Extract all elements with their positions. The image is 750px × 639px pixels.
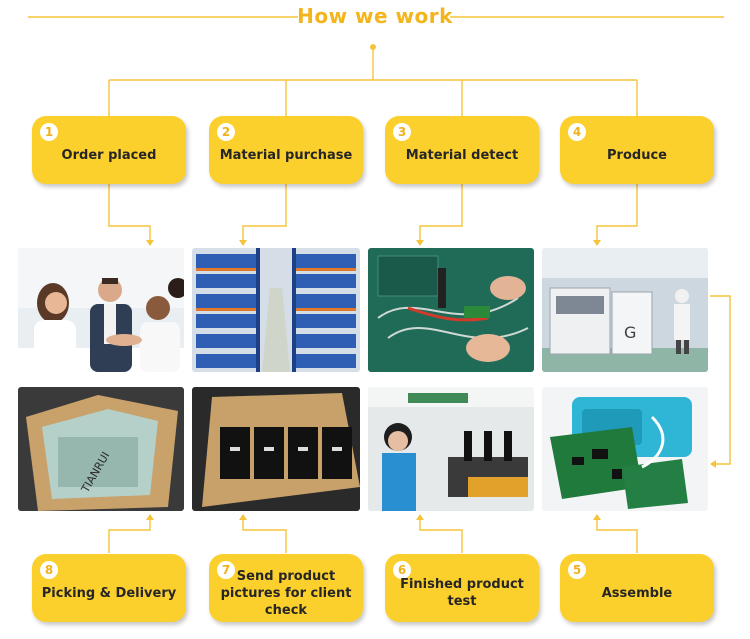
step-label: Send product pictures for client check [220,568,352,618]
step-label: Finished product test [400,577,524,609]
step-label: Picking & Delivery [41,585,177,601]
packaged-products-photo [192,387,360,511]
testing-station-photo [368,387,534,511]
step-number: 1 [40,123,58,141]
step-number: 4 [568,123,586,141]
warehouse-shelves-photo [192,248,360,372]
step-number: 7 [217,561,235,579]
step-label: Assemble [601,585,673,601]
smt-production-line-photo: G [542,248,708,372]
step-7-box: 7 Send product pictures for client check [209,554,363,622]
step-number: 6 [393,561,411,579]
step-number: 3 [393,123,411,141]
pcb-inspection-photo [368,248,534,372]
step-label: Produce [607,147,667,163]
step-number: 8 [40,561,58,579]
step-1-box: 1 Order placed [32,116,186,184]
page-title: How we work [297,4,453,28]
step-3-box: 3 Material detect [385,116,539,184]
step-5-box: 5 Assemble [560,554,714,622]
step-number: 5 [568,561,586,579]
svg-text:G: G [624,323,636,342]
step-label: Order placed [61,147,157,163]
step-label: Material detect [405,147,519,163]
step-4-box: 4 Produce [560,116,714,184]
step-8-box: 8 Picking & Delivery [32,554,186,622]
shipping-box-photo: TIANRUI [18,387,184,511]
step-label: Material purchase [219,147,353,163]
step-number: 2 [217,123,235,141]
business-meeting-photo [18,248,184,372]
step-2-box: 2 Material purchase [209,116,363,184]
step-6-box: 6 Finished product test [385,554,539,622]
assembled-board-photo [542,387,708,511]
